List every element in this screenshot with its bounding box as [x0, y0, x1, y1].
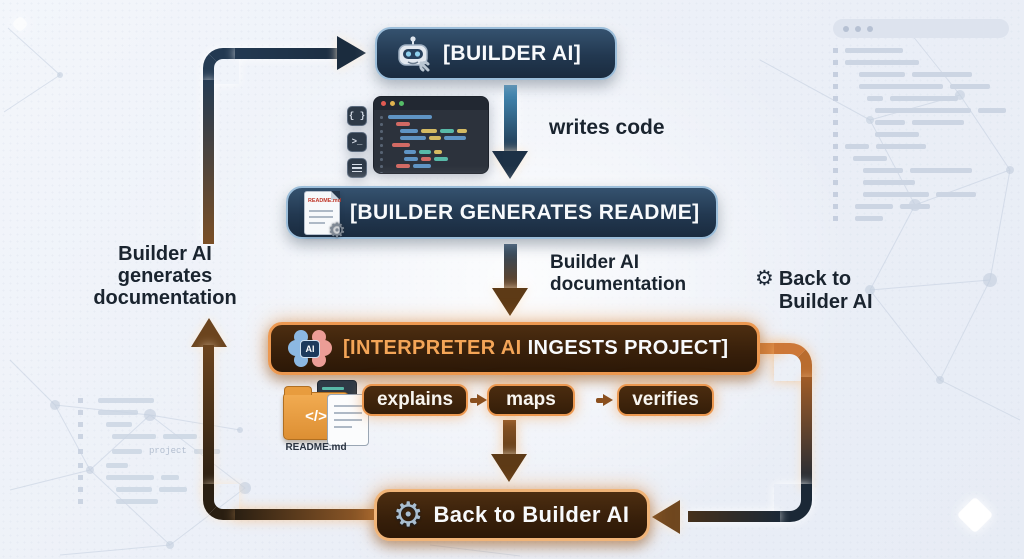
robot-icon	[398, 35, 430, 71]
sparkle-icon	[11, 15, 29, 33]
arrowhead-up	[191, 318, 227, 347]
builder-ai-label: [BUILDER AI]	[443, 41, 582, 65]
left-loop-top-shaft	[235, 48, 339, 59]
back-to-builder-side-label: ⚙ Back to Builder AI	[755, 268, 873, 314]
background-code-word: project	[149, 446, 187, 456]
minimize-dot-icon	[390, 101, 395, 106]
braces-icon: { }	[347, 106, 367, 126]
editor-code-lines	[374, 110, 488, 173]
back-to-line2: Builder AI	[778, 291, 873, 313]
editor-window	[373, 96, 489, 174]
left-loop-upper-vertical	[203, 80, 214, 244]
left-loop-line1: Builder AI	[118, 243, 212, 265]
interpreter-label-rest: INGESTS PROJECT]	[521, 337, 729, 359]
back-to-line1: Back to	[778, 268, 852, 290]
background-browser-skeleton	[833, 19, 1009, 221]
file-icon	[347, 158, 367, 178]
left-loop-top-corner	[203, 48, 239, 84]
terminal-icon: >_	[347, 132, 367, 152]
arrow-readme-to-interpreter-shaft	[504, 244, 517, 292]
arrow-readme-to-interpreter-head	[492, 288, 528, 316]
builder-documentation-line1: Builder AI	[550, 252, 640, 273]
window-dot-icon	[867, 25, 873, 32]
mini-arrow-shaft	[470, 398, 478, 403]
arrowhead-into-back-box	[652, 500, 680, 534]
left-loop-label: Builder AI generates documentation	[55, 243, 275, 309]
pill-explains: explains	[362, 384, 468, 416]
arrow-maps-to-back-shaft	[503, 420, 516, 458]
gear-icon: ⚙	[755, 266, 774, 290]
gear-icon: ⚙	[328, 217, 346, 242]
sparkle-icon	[956, 496, 994, 534]
mini-arrowhead	[477, 394, 487, 406]
left-loop-lower-vertical	[203, 345, 214, 495]
left-loop-line2: generates	[117, 265, 213, 287]
arrow-maps-to-back-head	[491, 454, 527, 482]
ai-chip-label: AI	[300, 339, 320, 358]
builder-documentation-label: Builder AI documentation	[550, 252, 686, 296]
readme-doc-gear-icon: README.md ⚙	[304, 190, 346, 240]
interpreter-label-accent: [INTERPRETER AI	[343, 337, 522, 359]
right-loop-vertical	[801, 377, 812, 490]
editor-titlebar	[374, 97, 488, 110]
arrow-builder-to-readme-head	[492, 151, 528, 179]
browser-skeleton-titlebar	[833, 19, 1009, 38]
writes-code-label: writes code	[549, 116, 665, 139]
readme-doc-mini-label: README.md	[308, 197, 342, 204]
left-loop-line3: documentation	[93, 287, 237, 309]
left-loop-bottom-shaft	[235, 509, 376, 520]
maximize-dot-icon	[399, 101, 404, 106]
node-back-to-builder: ⚙ Back to Builder AI	[374, 489, 650, 541]
mini-arrow-shaft	[596, 398, 604, 403]
right-loop-top-shaft	[758, 343, 784, 354]
node-builder-generates-readme: README.md ⚙ [BUILDER GENERATES README]	[286, 186, 718, 240]
builder-documentation-line2: documentation	[550, 274, 687, 295]
back-to-builder-label: Back to Builder AI	[433, 502, 630, 527]
editor-sidebar-icons: { } >_	[347, 96, 367, 178]
code-editor-illustration: { } >_	[347, 96, 489, 178]
right-loop-top-corner	[774, 343, 812, 381]
pill-maps: maps	[487, 384, 575, 416]
browser-skeleton-lines	[833, 48, 1009, 221]
arrow-builder-to-readme-shaft	[504, 85, 517, 155]
readme-caption: README.md	[285, 442, 347, 453]
left-loop-bottom-corner	[203, 484, 239, 520]
right-loop-bottom-shaft	[688, 511, 780, 522]
builder-generates-readme-label: [BUILDER GENERATES README]	[350, 200, 700, 224]
brain-ai-icon: AI	[287, 327, 333, 371]
window-dot-icon	[855, 25, 861, 32]
mini-arrowhead	[603, 394, 613, 406]
gear-icon: ⚙	[393, 495, 424, 535]
pill-verifies: verifies	[617, 384, 714, 416]
background-code-skeleton: project	[78, 388, 298, 504]
node-builder-ai: [BUILDER AI]	[375, 27, 617, 80]
folder-code-glyph: </>	[305, 407, 327, 425]
window-dot-icon	[843, 25, 849, 32]
arrowhead-into-builder	[337, 36, 366, 70]
close-dot-icon	[381, 101, 386, 106]
node-interpreter-ai: AI [INTERPRETER AI INGESTS PROJECT]	[268, 322, 760, 375]
right-loop-bottom-corner	[774, 484, 812, 522]
